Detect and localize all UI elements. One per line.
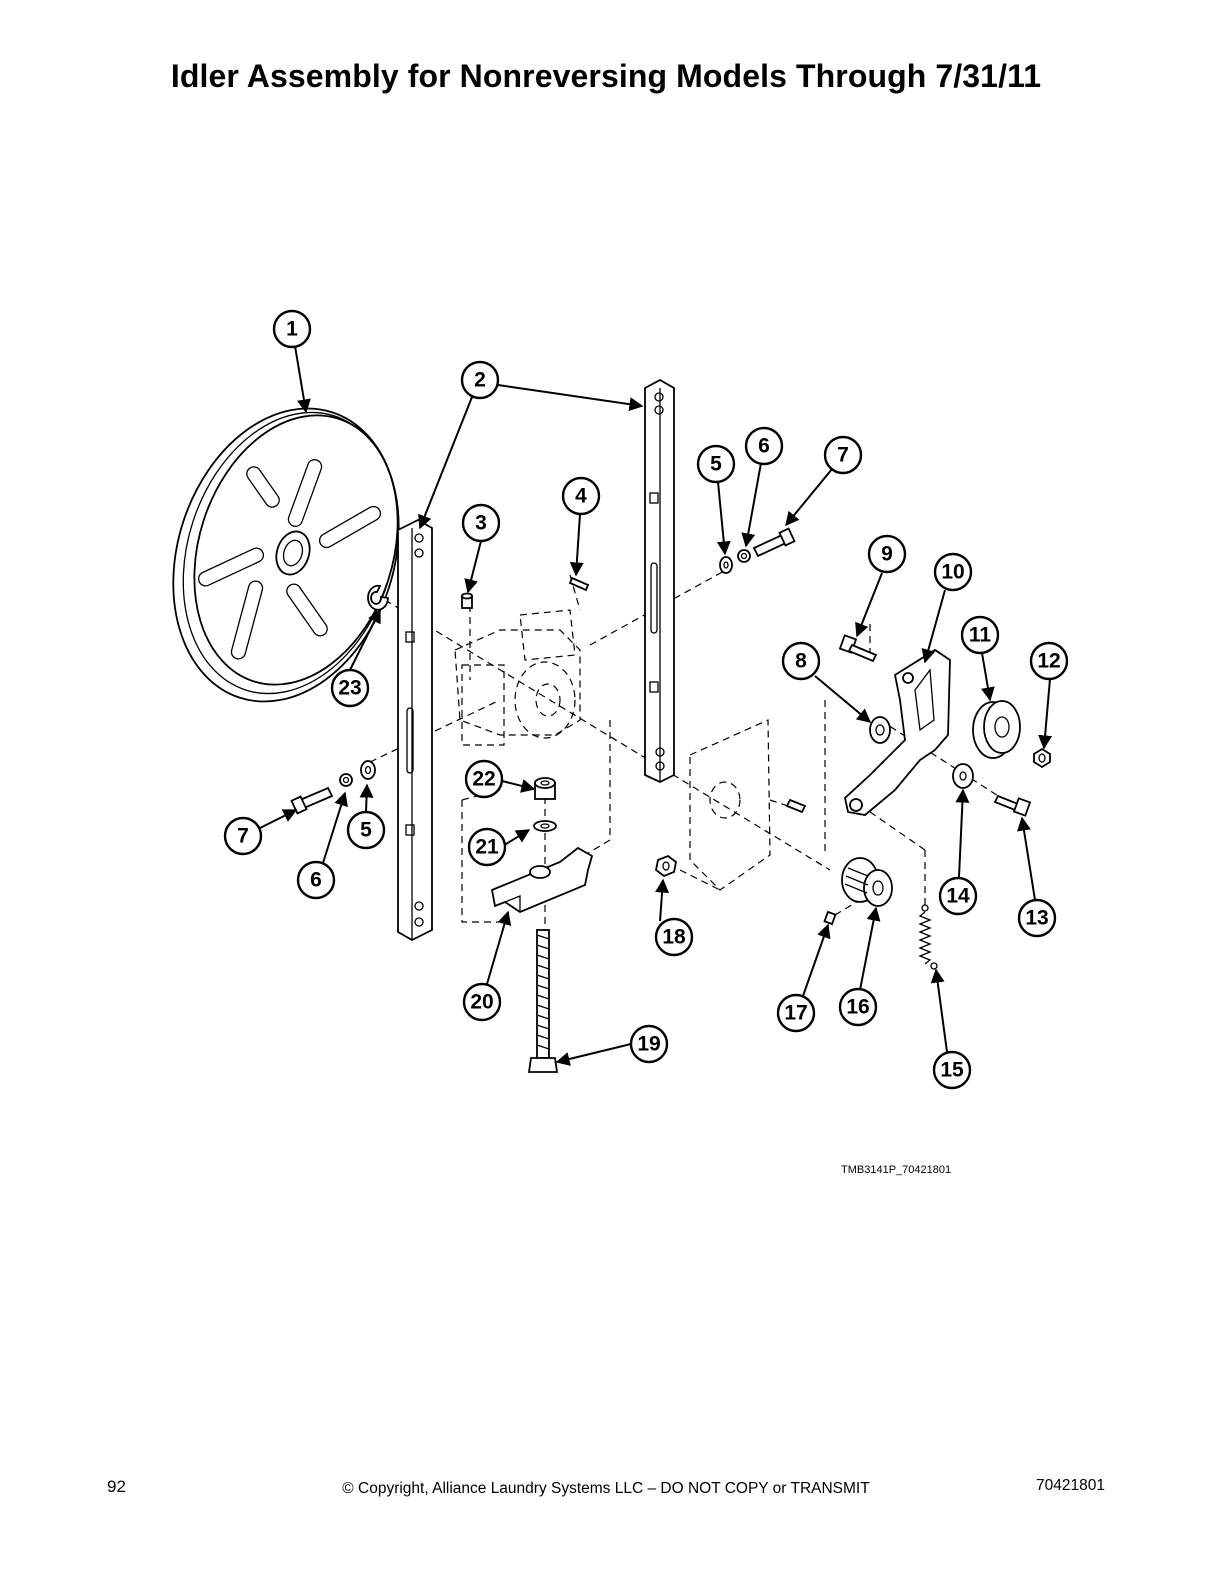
svg-text:11: 11: [969, 624, 992, 647]
callout-9: 9: [867, 534, 907, 574]
callout-23: 23: [330, 668, 370, 708]
svg-text:22: 22: [472, 768, 495, 791]
svg-text:19: 19: [637, 1033, 660, 1056]
idler-bolt: [838, 634, 878, 663]
flat-washer: [952, 763, 974, 789]
svg-text:17: 17: [784, 1002, 807, 1025]
callout-5-upper: 5: [696, 444, 736, 484]
callout-13: 13: [1017, 898, 1057, 938]
idler-arm: [844, 648, 951, 816]
callout-19: 19: [629, 1024, 669, 1064]
svg-text:3: 3: [475, 512, 487, 535]
svg-text:5: 5: [360, 819, 372, 842]
callout-5-lower: 5: [346, 810, 386, 850]
svg-text:10: 10: [941, 561, 964, 584]
document-number: 70421801: [1036, 1477, 1105, 1494]
set-screw: [461, 592, 473, 609]
nut-and-lockwasher: [533, 777, 557, 832]
callout-12: 12: [1029, 641, 1069, 681]
callout-8: 8: [781, 641, 821, 681]
large-pulley: [172, 407, 400, 703]
svg-text:15: 15: [940, 1059, 964, 1082]
idler-nut: [1033, 747, 1051, 769]
callout-7-lower: 7: [223, 816, 263, 856]
callout-10: 10: [933, 552, 973, 592]
svg-text:23: 23: [338, 677, 361, 700]
svg-text:14: 14: [946, 885, 970, 908]
leader-lines: [259, 345, 1053, 1066]
threaded-bolt: [527, 929, 559, 1073]
svg-text:8: 8: [795, 650, 807, 673]
svg-text:4: 4: [575, 485, 587, 508]
callout-1: 1: [272, 309, 312, 349]
left-bracket-bar: [397, 518, 433, 942]
svg-text:16: 16: [846, 996, 869, 1019]
idler-pulley: [972, 700, 1021, 759]
phantom-housing: [454, 609, 581, 746]
adjustment-plate: [490, 846, 594, 914]
motor-mount-plate: [689, 719, 771, 891]
svg-text:6: 6: [310, 869, 322, 892]
pulley-set-screw: [823, 910, 837, 926]
callout-2: 2: [460, 360, 500, 400]
callout-11: 11: [960, 615, 1000, 655]
page-title: Idler Assembly for Nonreversing Models T…: [170, 58, 1042, 94]
callout-3: 3: [461, 503, 501, 543]
motor-pulley: [841, 857, 893, 907]
callout-21: 21: [467, 827, 507, 867]
svg-text:2: 2: [474, 369, 486, 392]
svg-text:20: 20: [470, 991, 493, 1014]
svg-text:5: 5: [710, 453, 722, 476]
lower-fasteners: [290, 760, 376, 815]
hex-nut: [655, 854, 677, 878]
callout-4: 4: [561, 476, 601, 516]
callout-6-upper: 6: [744, 426, 784, 466]
callout-18: 18: [654, 917, 694, 957]
callout-7-upper: 7: [823, 435, 863, 475]
tension-spring: [918, 904, 938, 970]
svg-text:9: 9: [881, 543, 893, 566]
callout-6-lower: 6: [296, 860, 336, 900]
svg-text:7: 7: [237, 825, 249, 848]
upper-fasteners: [719, 527, 796, 574]
page-number: 92: [107, 1477, 126, 1496]
svg-text:1: 1: [286, 318, 298, 341]
assembly-dashed-lines: [294, 559, 1021, 935]
svg-text:21: 21: [475, 836, 499, 859]
callout-20: 20: [462, 982, 502, 1022]
copyright-notice: © Copyright, Alliance Laundry Systems LL…: [342, 1480, 870, 1497]
svg-text:7: 7: [837, 444, 849, 467]
callout-16: 16: [838, 987, 878, 1027]
callout-17: 17: [776, 993, 816, 1033]
svg-text:18: 18: [662, 926, 686, 949]
callout-15: 15: [932, 1050, 972, 1090]
key: [568, 576, 590, 592]
svg-text:12: 12: [1037, 650, 1060, 673]
cap-screw: [993, 794, 1032, 817]
plate-bolt: [785, 798, 807, 814]
svg-text:13: 13: [1025, 907, 1048, 930]
spacer-washer: [869, 716, 891, 744]
drawing-code: TMB3141P_70421801: [841, 1164, 952, 1176]
svg-text:6: 6: [758, 435, 770, 458]
callout-22: 22: [464, 759, 504, 799]
right-bracket-bar: [644, 378, 675, 783]
callout-14: 14: [938, 876, 978, 916]
